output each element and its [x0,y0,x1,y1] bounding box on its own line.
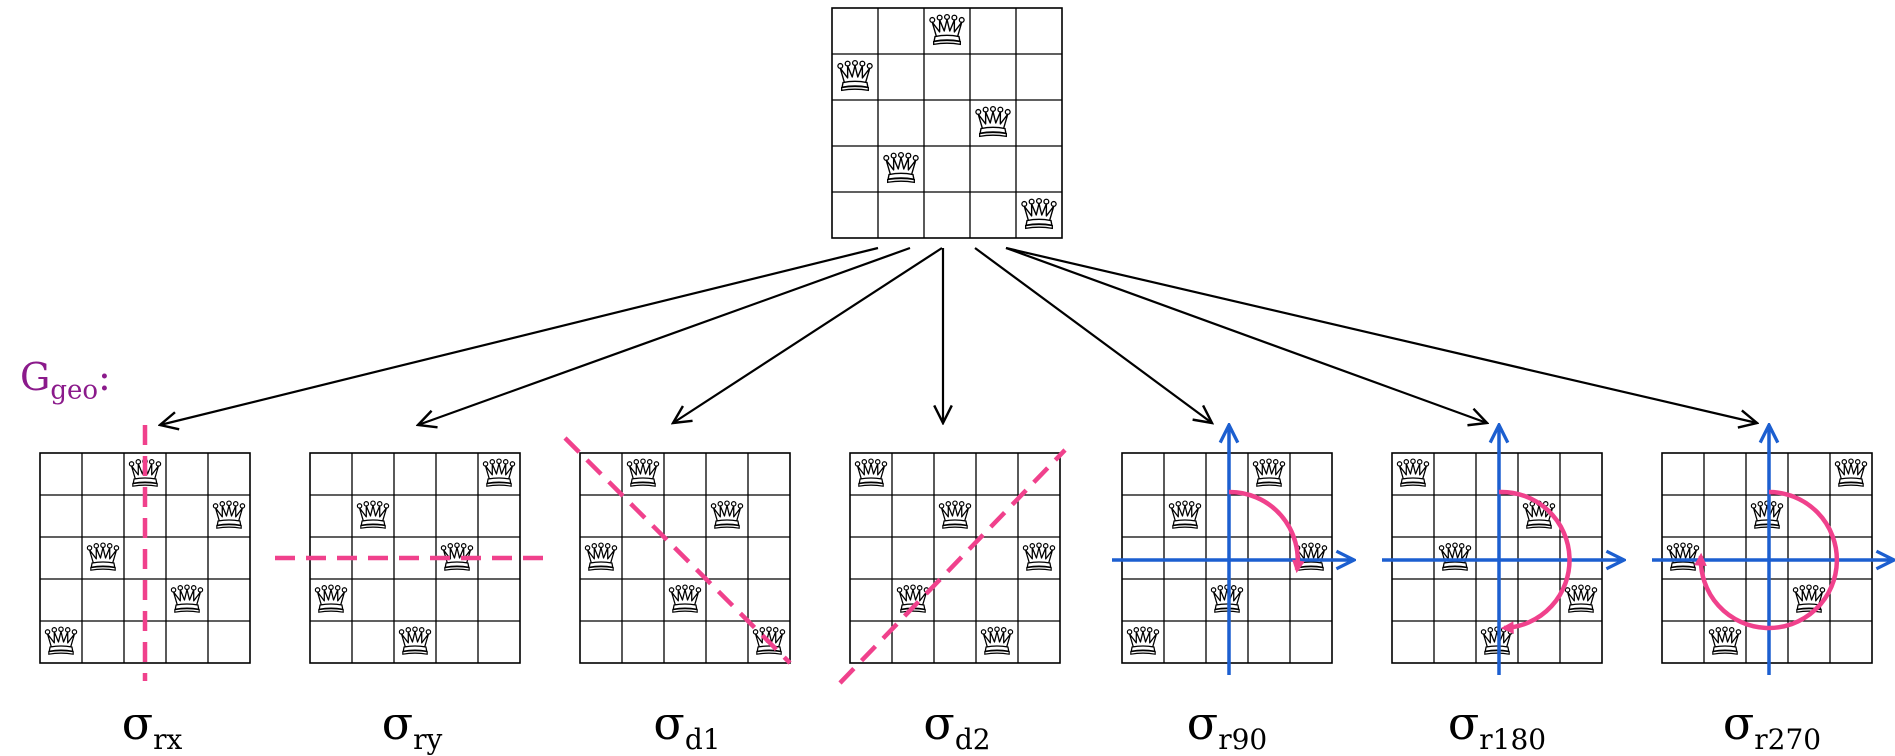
board-frame [831,7,1063,239]
group-label: Ggeo: [20,358,111,404]
chess-queen-icon [975,105,1011,138]
arrow-to-d1 [673,247,943,423]
chess-queen-icon [1666,542,1700,571]
arrow-to-r270 [1005,246,1757,423]
label-d2: σd2 [923,696,991,756]
chess-queen-icon [398,626,432,655]
chess-queen-icon [584,542,618,571]
chess-queen-icon [1022,542,1056,571]
source-board [831,7,1063,239]
mirror-axis-main-diagonal [563,436,792,665]
chess-queen-icon [356,500,390,529]
chess-queen-icon [1210,584,1244,613]
chess-queen-icon [668,584,702,613]
arrow-to-ry [418,246,911,425]
chess-queen-icon [1438,542,1472,571]
group-label-subscript: geo [50,375,99,406]
board-r90 [1121,452,1333,664]
chess-queen-icon [1480,626,1514,655]
chess-queen-icon [1708,626,1742,655]
label-rx: σrx [121,696,183,756]
label-r180: σr180 [1447,696,1547,756]
group-label-colon: : [98,355,111,399]
board-r270 [1661,452,1873,664]
chess-queen-icon [1564,584,1598,613]
label-ry: σry [381,696,443,756]
arrow-to-r180 [1005,246,1487,423]
chess-queen-icon [170,584,204,613]
chess-queen-icon [980,626,1014,655]
chess-queen-icon [482,458,516,487]
chess-queen-icon [44,626,78,655]
chess-queen-icon [883,151,919,184]
chess-queen-icon [1396,458,1430,487]
arrow-to-r90 [974,247,1212,423]
chess-queen-icon [854,458,888,487]
rotation-arc-r90 [1228,489,1305,574]
chess-queen-icon [929,13,965,46]
chess-queen-icon [212,500,246,529]
board-d2 [849,452,1061,664]
board-r180 [1391,452,1603,664]
label-r270: σr270 [1722,696,1822,756]
chess-queen-icon [938,500,972,529]
label-d1: σd1 [653,696,721,756]
mirror-axis-anti-diagonal [838,448,1067,685]
chess-queen-icon [1750,500,1784,529]
chess-queen-icon [1834,458,1868,487]
rotation-arc-r270 [1694,489,1840,631]
board-frame [849,452,1061,664]
chess-queen-icon [1252,458,1286,487]
chess-queen-icon [837,59,873,92]
label-r90: σr90 [1186,696,1268,756]
chess-queen-icon [314,584,348,613]
chess-queen-icon [1021,197,1057,230]
chess-queen-icon [1126,626,1160,655]
chess-queen-icon [1168,500,1202,529]
chess-queen-icon [626,458,660,487]
arrow-to-rx [160,246,879,425]
chess-queen-icon [86,542,120,571]
rotation-arc-r180 [1498,489,1572,635]
chess-queen-icon [710,500,744,529]
group-label-main: G [20,355,51,399]
chess-queen-icon [1294,542,1328,571]
